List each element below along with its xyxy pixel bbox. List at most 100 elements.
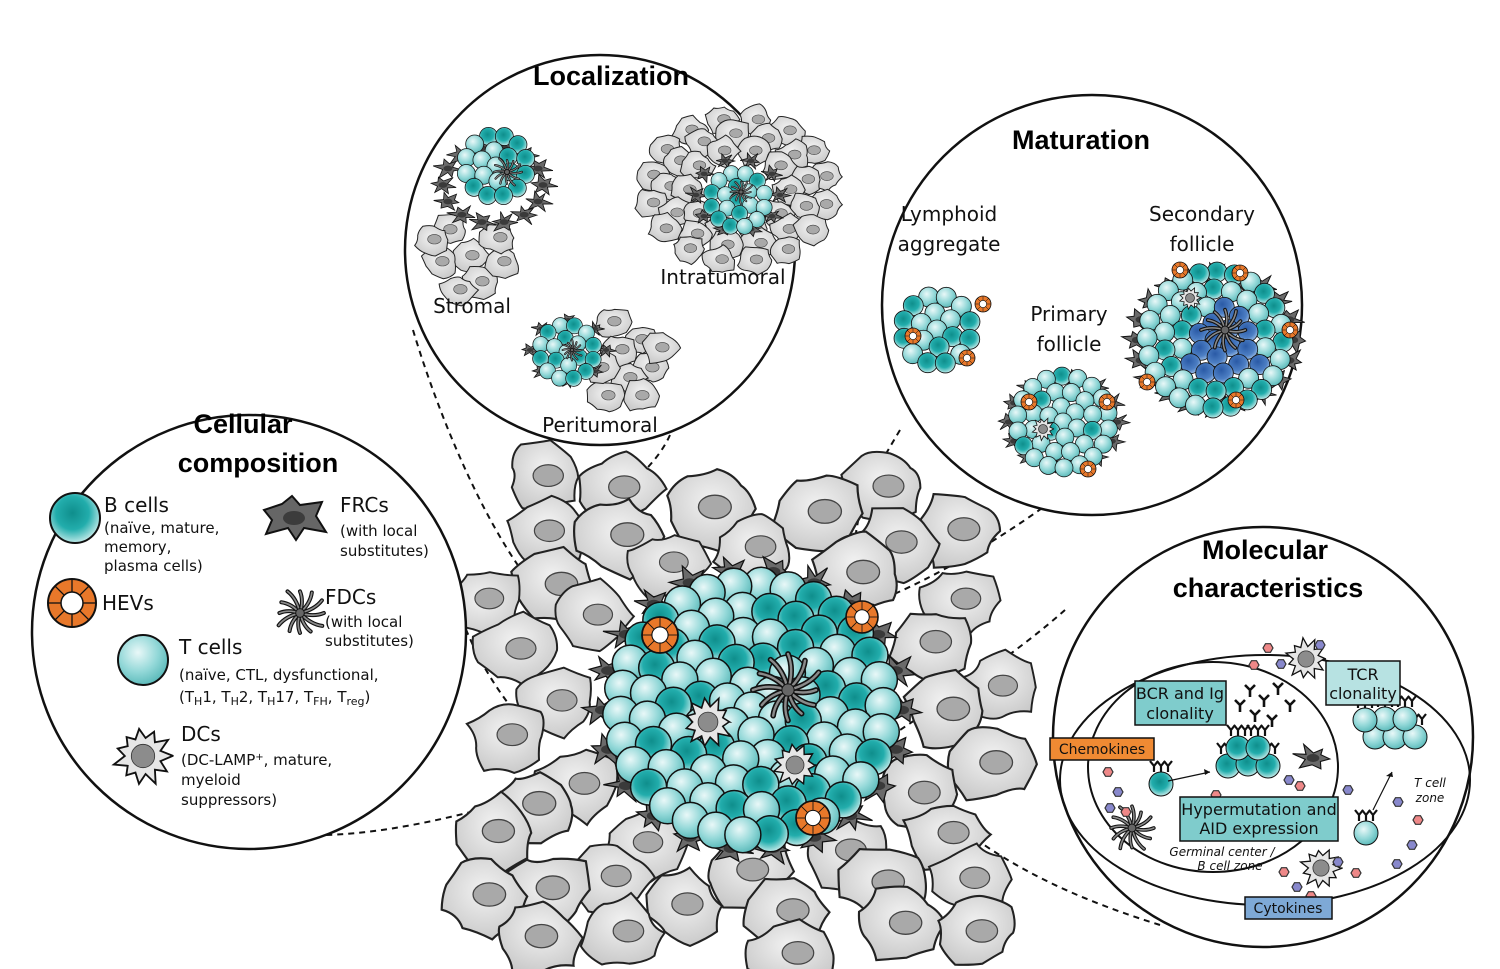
frc-nucleus: [871, 629, 886, 639]
tumor-nucleus: [607, 316, 622, 327]
tumor-nucleus: [465, 250, 480, 261]
tumor-nucleus: [601, 390, 616, 401]
fdcs-name: FDCs: [325, 585, 376, 609]
tumor-nucleus: [788, 149, 802, 160]
frcs-desc-1: (with local: [340, 522, 417, 540]
bcr-label-2: clonality: [1146, 704, 1214, 723]
tumor-nucleus: [806, 224, 820, 235]
t-cell: [1093, 434, 1113, 454]
fdcs-desc-1: (with local: [325, 613, 402, 631]
tumor-nucleus: [715, 254, 729, 264]
secondary-label-2: follicle: [1170, 232, 1235, 256]
frcs-desc-2: substitutes): [340, 542, 429, 560]
tumor-nucleus: [807, 498, 843, 524]
t-cell: [1262, 365, 1284, 387]
frc-nucleus: [438, 182, 448, 188]
b-cell: [1014, 436, 1034, 456]
tumor-nucleus: [820, 171, 834, 181]
b-cell: [1052, 366, 1072, 386]
frc-nucleus: [526, 348, 534, 352]
t-cell: [1136, 327, 1158, 349]
dc-icon: [111, 726, 174, 787]
tumor-nucleus: [646, 197, 661, 208]
t-cell: [1185, 394, 1206, 416]
bcr-label-1: BCR and Ig: [1136, 684, 1224, 703]
cytokines-box: [1244, 896, 1333, 920]
tumor-nucleus: [947, 517, 981, 542]
hev-icon: [47, 578, 97, 628]
tumor-nucleus: [801, 174, 815, 184]
t-cell-zone-label-2: zone: [1415, 791, 1445, 805]
b-cell: [917, 352, 939, 374]
tumor-nucleus: [670, 207, 684, 218]
tumor-nucleus: [697, 136, 711, 147]
fdc-cell: [561, 338, 583, 362]
b-cell: [959, 311, 981, 333]
fdc-cell: [750, 651, 822, 724]
tumor-nucleus: [749, 254, 764, 265]
tumor-nucleus: [443, 224, 458, 235]
tumor-nucleus: [744, 535, 777, 559]
frc-nucleus: [618, 781, 633, 791]
frc-nucleus: [768, 213, 776, 219]
lymphoid-label-1: Lymphoid: [901, 202, 997, 226]
tumor-nucleus: [453, 284, 468, 295]
t-cell-zone-arrow: [1372, 771, 1393, 811]
frc-nucleus: [519, 211, 529, 218]
tumor-nucleus: [697, 494, 732, 520]
tumor-nucleus: [783, 125, 797, 136]
central-tls: [440, 439, 1038, 969]
tumor-nucleus: [568, 771, 601, 795]
localization-title: Localization: [533, 61, 689, 91]
tumor-nucleus: [919, 629, 953, 654]
lymphoid-aggregate-cluster: [893, 286, 992, 374]
tumor-nucleus: [635, 390, 650, 401]
dcs-desc-3: suppressors): [181, 791, 277, 809]
tumor-nucleus: [546, 689, 578, 712]
tumor-nucleus: [497, 256, 512, 267]
tcr-clonality-box: [1325, 660, 1401, 706]
t-cell: [1352, 707, 1378, 733]
maturation-panel: Maturation Lymphoid aggregate Primary fo…: [880, 93, 1307, 517]
stromal-label: Stromal: [433, 294, 511, 318]
tcr-label-1: TCR: [1346, 665, 1378, 684]
tumor-nucleus: [582, 603, 614, 626]
t-cell: [1392, 706, 1418, 732]
b-cell: [722, 217, 739, 235]
fdc-cell: [276, 589, 326, 635]
tumor-nucleus: [718, 145, 732, 156]
b-cell: [1205, 380, 1227, 402]
tumor-nucleus: [736, 857, 770, 882]
bcr-clonality-box: [1134, 680, 1227, 726]
peritumoral-label: Peritumoral: [542, 413, 658, 437]
t-cell-zone-label-1: T cell: [1414, 776, 1446, 790]
t-cell: [1155, 376, 1176, 398]
t-cell: [724, 815, 762, 854]
tumor-nucleus: [950, 587, 982, 610]
gc-b-cell: [1212, 362, 1234, 384]
t-cells-desc-2: (TH1, TH2, TH17, TFH, Treg): [179, 688, 370, 708]
tumor-nucleus: [749, 145, 763, 156]
frc-nucleus: [721, 158, 729, 163]
b-cells-desc-3: plasma cells): [104, 557, 203, 575]
hypermutation-label-2: AID expression: [1199, 819, 1318, 838]
tumor-nucleus: [959, 866, 991, 890]
cellular-panel: Cellular composition B cells (naïve, mat…: [30, 409, 468, 851]
frc-nucleus: [457, 211, 467, 218]
frc-nucleus: [1306, 754, 1320, 762]
tumor-nucleus: [781, 244, 796, 254]
frc-nucleus: [602, 348, 610, 352]
peritumoral-cluster: [520, 308, 682, 413]
tumor-nucleus: [655, 342, 670, 353]
frcs-name: FRCs: [340, 493, 389, 517]
tumor-nucleus: [524, 923, 559, 949]
tumor-nucleus: [936, 696, 971, 722]
b-cells-desc-1: (naïve, mature,: [104, 519, 219, 537]
frc-nucleus: [768, 171, 776, 177]
tumor-nucleus: [645, 362, 660, 373]
tumor-nucleus: [774, 160, 788, 171]
molecular-title-2: characteristics: [1173, 573, 1364, 603]
tumor-nucleus: [659, 223, 673, 234]
chemokines-label: Chemokines: [1059, 742, 1145, 758]
tumor-nucleus: [472, 882, 507, 907]
